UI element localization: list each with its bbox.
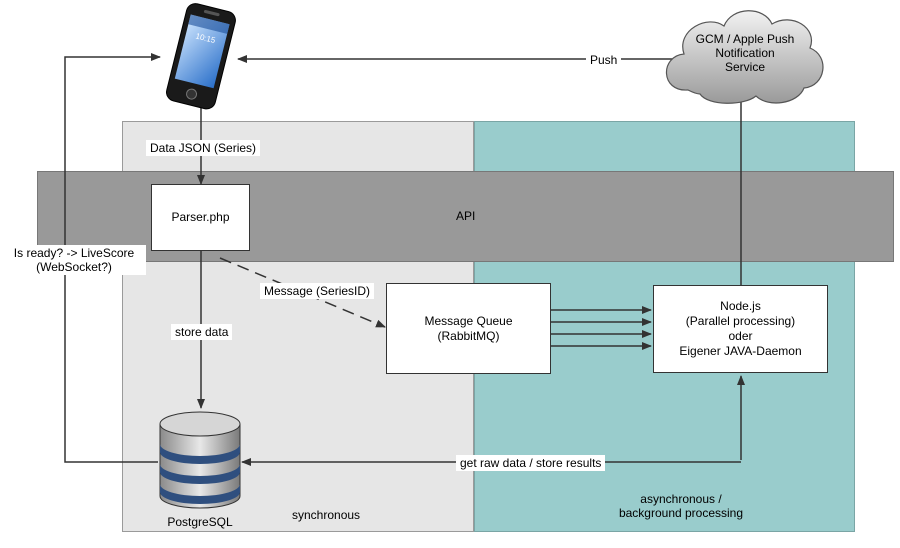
store-data-edge-label: store data bbox=[171, 324, 233, 340]
push-service-label: GCM / Apple Push Notification Service bbox=[695, 32, 795, 74]
database-icon bbox=[159, 411, 241, 509]
worker-label: Node.js (Parallel processing) oder Eigen… bbox=[679, 299, 802, 358]
message-arrow bbox=[219, 257, 386, 328]
api-label: API bbox=[456, 209, 476, 223]
push-edge-label: Push bbox=[586, 52, 622, 68]
ready-edge-label: Is ready? -> LiveScore (WebSocket?) bbox=[2, 245, 146, 275]
asynchronous-label: asynchronous / background processing bbox=[618, 492, 744, 520]
message-queue-box: Message Queue (RabbitMQ) bbox=[386, 283, 551, 374]
cloud-shape bbox=[665, 10, 824, 104]
data-json-edge-label: Data JSON (Series) bbox=[146, 140, 261, 156]
smartphone-icon: 10:15 bbox=[166, 3, 236, 110]
parser-label: Parser.php bbox=[171, 210, 230, 224]
worker-box: Node.js (Parallel processing) oder Eigen… bbox=[653, 285, 828, 373]
parser-box: Parser.php bbox=[151, 184, 250, 251]
message-queue-label: Message Queue (RabbitMQ) bbox=[424, 313, 513, 343]
synchronous-label: synchronous bbox=[292, 508, 361, 522]
raw-data-edge-label: get raw data / store results bbox=[456, 455, 606, 471]
database-label: PostgreSQL bbox=[167, 515, 233, 529]
message-edge-label: Message (SeriesID) bbox=[260, 283, 375, 299]
